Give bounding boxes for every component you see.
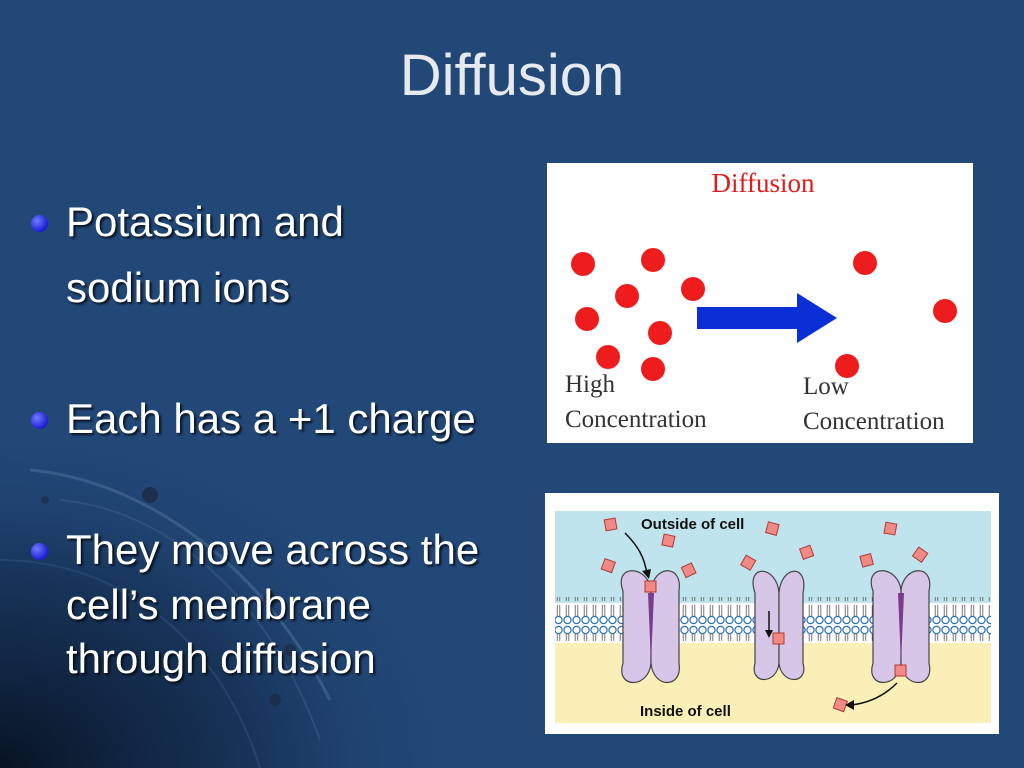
membrane-diagram: Outside of cell Inside of cell — [545, 493, 999, 734]
arrowhead-icon — [765, 630, 773, 638]
diffusion-diagram: Diffusion High Concentration Low Concent… — [547, 163, 973, 443]
bullet-dot — [31, 412, 48, 429]
outside-of-cell-label: Outside of cell — [641, 516, 744, 533]
low-label: Low — [803, 373, 849, 400]
low-concentration-label: Concentration — [803, 408, 945, 435]
arrowhead-icon — [642, 569, 651, 579]
channel-protein-1 — [620, 570, 680, 684]
bullet-dot — [31, 215, 48, 232]
high-concentration-particles — [571, 248, 705, 381]
right-arrow-icon — [697, 293, 837, 343]
bullet-2-line-1: Each has a +1 charge — [66, 395, 476, 442]
channel-protein-3 — [870, 570, 931, 684]
bullet-3-line-1: They move across the — [66, 526, 480, 573]
inside-of-cell-label: Inside of cell — [640, 703, 731, 720]
arrowhead-icon — [845, 700, 854, 710]
slide-title: Diffusion — [399, 43, 625, 108]
ion-particles — [600, 517, 929, 713]
arrow-out-of-channel-icon — [850, 682, 898, 706]
bullet-dot — [31, 543, 48, 560]
diffusion-diagram-title: Diffusion — [711, 168, 815, 198]
channel-protein-2 — [752, 570, 805, 680]
bullet-1-line-2: sodium ions — [66, 264, 291, 311]
high-concentration-label: Concentration — [565, 406, 707, 433]
low-concentration-particles — [835, 251, 957, 378]
bullet-3-line-3: through diffusion — [66, 635, 376, 682]
high-label: High — [565, 371, 616, 398]
bullet-3-line-2: cell’s membrane — [66, 581, 372, 628]
bullet-1-line-1: Potassium and — [66, 198, 344, 245]
